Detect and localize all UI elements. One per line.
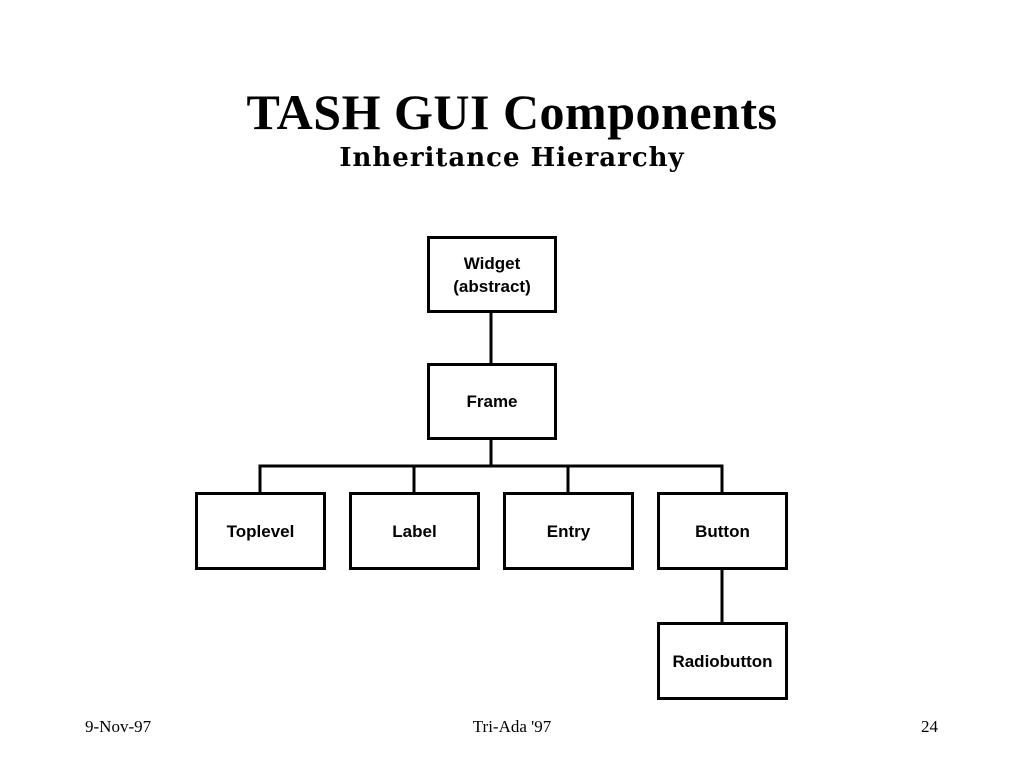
footer-page-number: 24	[921, 717, 938, 736]
slide-subtitle: Inheritance Hierarchy	[339, 143, 685, 173]
node-toplevel: Toplevel	[195, 492, 326, 570]
node-frame: Frame	[427, 363, 557, 440]
footer-date: 9-Nov-97	[85, 717, 152, 736]
node-widget: Widget (abstract)	[427, 236, 557, 313]
node-radiobutton: Radiobutton	[657, 622, 788, 700]
slide-title: TASH GUI Components	[246, 84, 778, 140]
node-label: Label	[349, 492, 480, 570]
node-entry: Entry	[503, 492, 634, 570]
footer-event: Tri-Ada '97	[472, 717, 552, 736]
node-button: Button	[657, 492, 788, 570]
